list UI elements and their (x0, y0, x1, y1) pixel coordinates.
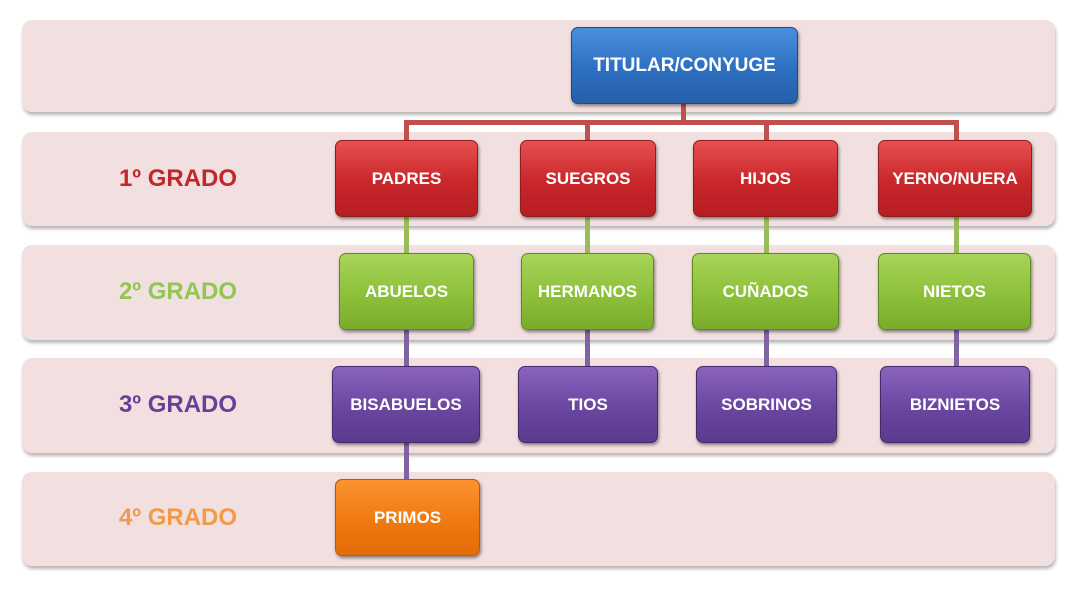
node-biznietos: BIZNIETOS (880, 366, 1030, 443)
grade-label-3: 3º GRADO (118, 391, 238, 418)
connector (585, 330, 590, 366)
connector (954, 120, 959, 140)
grade-label-1: 1º GRADO (118, 165, 238, 192)
grade-label-2: 2º GRADO (118, 278, 238, 305)
connector (681, 104, 686, 124)
node-yerno-nuera: YERNO/NUERA (878, 140, 1032, 217)
connector (764, 120, 769, 140)
band-grade-4 (22, 472, 1055, 566)
node-abuelos: ABUELOS (339, 253, 474, 330)
node-tios: TIOS (518, 366, 658, 443)
connector (404, 120, 409, 140)
connector (954, 330, 959, 366)
node-cunados: CUÑADOS (692, 253, 839, 330)
grade-label-4: 4º GRADO (118, 504, 238, 531)
node-bisabuelos: BISABUELOS (332, 366, 480, 443)
connector (404, 443, 409, 479)
connector (585, 217, 590, 253)
connector (764, 217, 769, 253)
band-root (22, 20, 1055, 112)
connector (404, 217, 409, 253)
node-titular-conyuge: TITULAR/CONYUGE (571, 27, 798, 104)
connector (404, 330, 409, 366)
connector (585, 120, 590, 140)
node-hermanos: HERMANOS (521, 253, 654, 330)
connector (404, 120, 959, 125)
node-nietos: NIETOS (878, 253, 1031, 330)
node-hijos: HIJOS (693, 140, 838, 217)
node-sobrinos: SOBRINOS (696, 366, 837, 443)
node-primos: PRIMOS (335, 479, 480, 556)
node-suegros: SUEGROS (520, 140, 656, 217)
connector (764, 330, 769, 366)
node-padres: PADRES (335, 140, 478, 217)
connector (954, 217, 959, 253)
